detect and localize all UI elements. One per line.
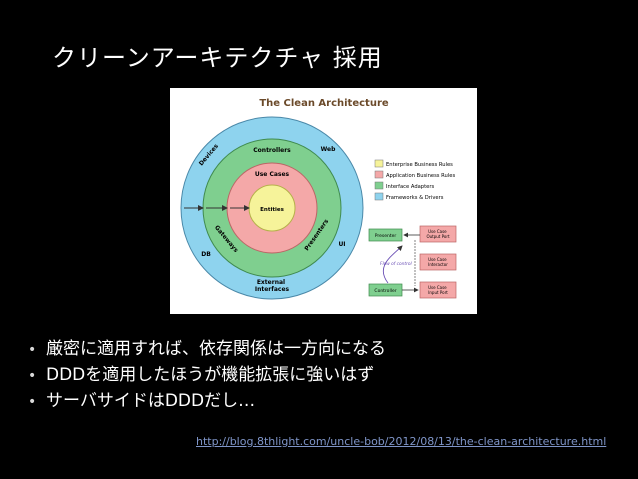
controllers-label: Controllers <box>253 147 291 154</box>
db-label: DB <box>201 251 211 258</box>
presenter-box <box>368 228 403 242</box>
legend-swatch-adapters <box>374 181 384 190</box>
legend-label-use-cases: Application Business Rules <box>386 173 455 179</box>
presenter-label: Presenter <box>375 233 397 239</box>
bullet-item: • DDDを適用したほうが機能拡張に強いはず <box>28 362 386 388</box>
input-port-box <box>419 281 457 299</box>
bullet-dot: • <box>28 394 37 410</box>
diagram-title: The Clean Architecture <box>259 98 389 109</box>
interactor-label: Use Case Interactor <box>428 257 448 267</box>
ui-label: UI <box>338 241 345 248</box>
external-interfaces-label: External Interfaces <box>255 279 290 293</box>
legend-label-frameworks: Frameworks & Drivers <box>386 195 444 201</box>
flow-of-control-label: Flow of control <box>380 261 412 267</box>
slide-title: クリーンアーキテクチャ 採用 <box>52 44 383 72</box>
legend-swatch-use-cases <box>374 170 384 179</box>
bullet-list: • 厳密に適用すれば、依存関係は一方向になる • DDDを適用したほうが機能拡張に強… <box>28 336 386 414</box>
bullet-text: DDDを適用したほうが機能拡張に強いはず <box>46 365 375 385</box>
bullet-dot: • <box>28 342 37 358</box>
input-port-label: Use Case Input Port <box>428 285 448 295</box>
clean-architecture-diagram: The Clean Architecture Entities Use Case… <box>170 88 477 314</box>
source-link[interactable]: http://blog.8thlight.com/uncle-bob/2012/… <box>196 435 607 448</box>
use-cases-label: Use Cases <box>255 171 290 178</box>
bullet-dot: • <box>28 368 37 384</box>
legend-swatch-entities <box>374 159 384 168</box>
legend-label-adapters: Interface Adapters <box>386 184 434 190</box>
legend-swatch-frameworks <box>374 192 384 201</box>
bullet-text: サーバサイドはDDDだし… <box>46 391 256 411</box>
bullet-item: • 厳密に適用すれば、依存関係は一方向になる <box>28 336 386 362</box>
legend-label-entities: Enterprise Business Rules <box>386 162 453 168</box>
interactor-box <box>419 253 457 271</box>
web-label: Web <box>321 146 336 153</box>
controller-label: Controller <box>374 288 396 294</box>
bullet-text: 厳密に適用すれば、依存関係は一方向になる <box>46 339 386 359</box>
output-port-label: Use Case Output Port <box>426 229 450 239</box>
entities-label: Entities <box>260 207 284 213</box>
output-port-box <box>419 225 457 243</box>
flow-of-control-curve <box>382 245 403 284</box>
bullet-item: • サーバサイドはDDDだし… <box>28 388 386 414</box>
